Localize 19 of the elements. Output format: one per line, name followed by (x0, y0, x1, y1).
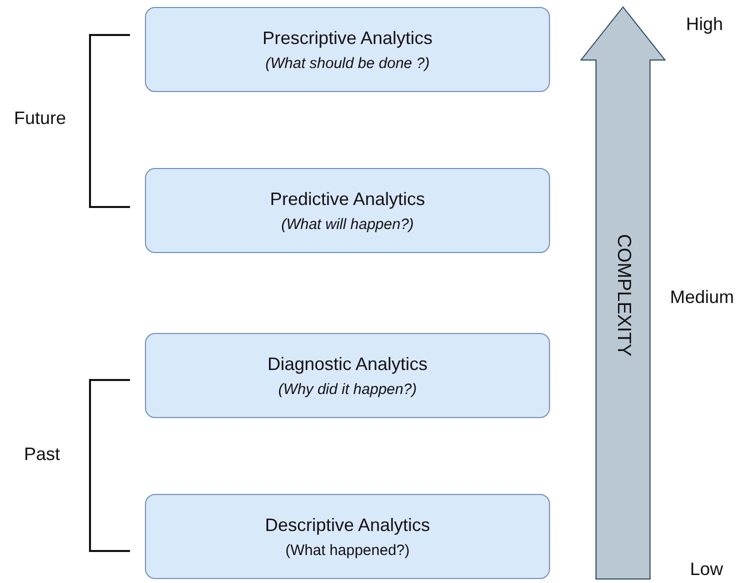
subtitle-text: (What happened?) (285, 542, 410, 558)
subtitle-text: (What should be done ?) (265, 54, 430, 72)
heading-text: Descriptive Analytics (264, 514, 430, 536)
process-box (145, 168, 550, 253)
process-box (145, 333, 550, 418)
up-arrow (580, 6, 666, 580)
axis-label: Future (14, 108, 66, 129)
subtitle-text: (Why did it happen?) (278, 380, 417, 398)
subtitle-text: (What will happen?) (281, 216, 414, 232)
heading-text: Predictive Analytics (270, 188, 426, 210)
heading-text: Prescriptive Analytics (262, 28, 433, 48)
axis-label: Past (24, 444, 60, 465)
arrow-label: COMPLEXITY (612, 234, 634, 356)
heading-text: Diagnostic Analytics (267, 354, 428, 374)
process-box (145, 494, 550, 579)
process-box (145, 7, 550, 92)
axis-label: Low (690, 559, 724, 580)
axis-label: Medium (670, 287, 734, 308)
axis-label: High (686, 14, 724, 35)
